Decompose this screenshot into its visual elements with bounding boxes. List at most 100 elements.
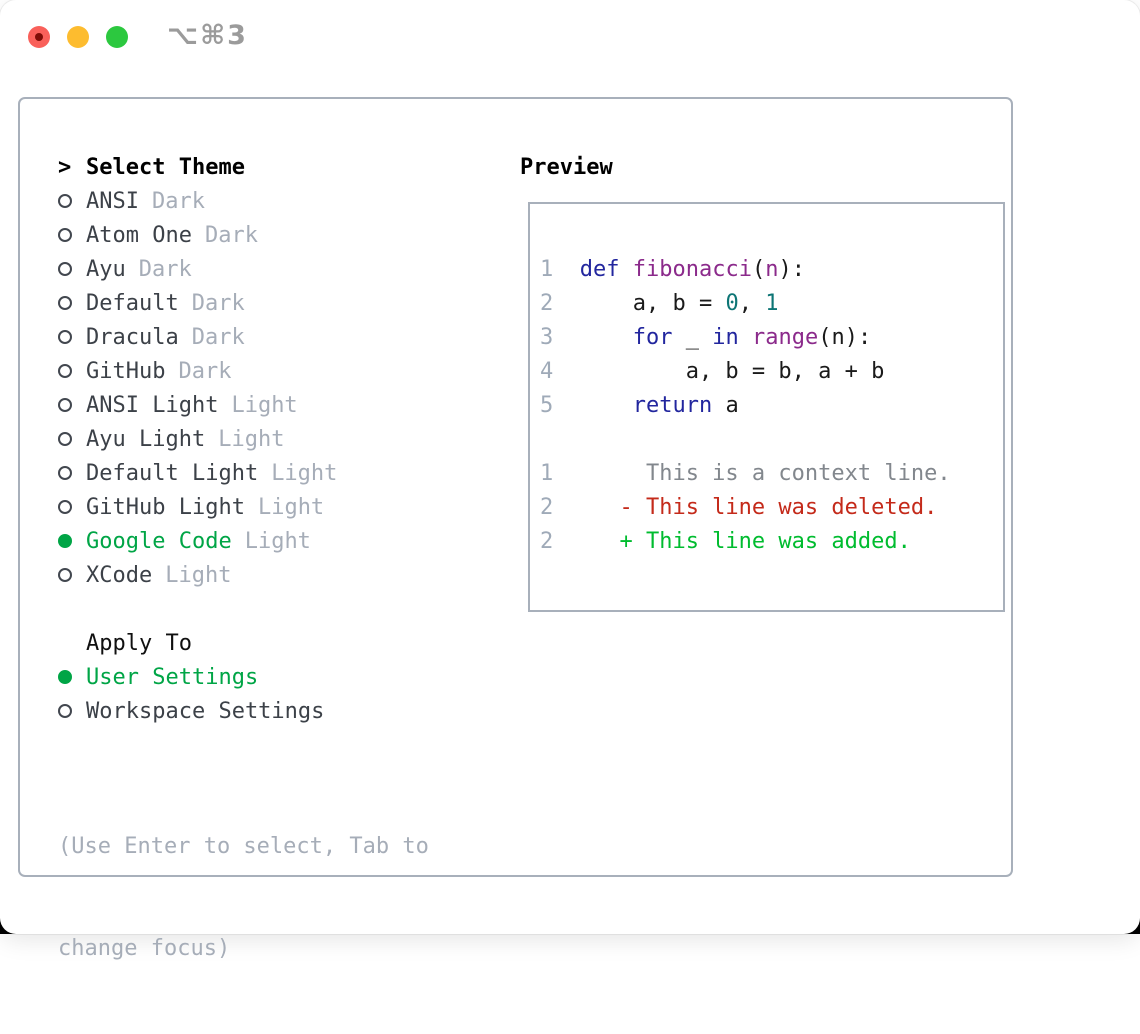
code-line: 2 a, b = 0, 1 <box>540 287 1003 321</box>
radio-icon <box>58 432 72 446</box>
code-line: 2 + This line was added. <box>540 525 1003 559</box>
radio-icon <box>58 568 72 582</box>
close-button[interactable] <box>28 26 50 48</box>
option-label: User Settings <box>86 665 258 690</box>
preview-header: Preview <box>520 150 1011 184</box>
option-label: Default <box>86 291 179 316</box>
token-kw: in <box>712 325 739 350</box>
radio-icon <box>58 364 72 378</box>
radio-icon <box>58 500 72 514</box>
token-pl: _ <box>672 325 712 350</box>
line-number: 5 <box>540 389 553 423</box>
token-pl: a, b = b, a + b <box>580 359 885 384</box>
line-number: 1 <box>540 253 553 287</box>
radio-icon <box>58 194 72 208</box>
option-label: Dracula <box>86 325 179 350</box>
token-pl: (n): <box>818 325 871 350</box>
token-pl <box>619 257 632 282</box>
theme-variant-badge: Light <box>258 495 324 520</box>
theme-option-default[interactable]: Default Dark <box>58 286 520 320</box>
theme-variant-badge: Dark <box>152 189 205 214</box>
option-label: Ayu <box>86 257 126 282</box>
token-kw: for <box>633 325 673 350</box>
code-line: 1 This is a context line. <box>540 457 1003 491</box>
option-label: GitHub <box>86 359 165 384</box>
traffic-lights <box>28 26 128 48</box>
apply-to-header: Apply To <box>86 626 520 660</box>
token-fn: n <box>765 257 778 282</box>
theme-variant-badge: Light <box>271 461 337 486</box>
radio-selected-icon <box>58 534 72 548</box>
radio-icon <box>58 330 72 344</box>
line-number: 4 <box>540 355 553 389</box>
theme-variant-badge: Dark <box>192 325 245 350</box>
line-number: 1 <box>540 457 553 491</box>
theme-option-google-code[interactable]: Google Code Light <box>58 524 520 558</box>
code-line: 2 - This line was deleted. <box>540 491 1003 525</box>
code-line: 4 a, b = b, a + b <box>540 355 1003 389</box>
token-pl <box>580 393 633 418</box>
token-num: 0 <box>725 291 738 316</box>
theme-variant-badge: Dark <box>178 359 231 384</box>
option-label: Ayu Light <box>86 427 205 452</box>
blank-line <box>540 423 1003 457</box>
token-del: - This line was deleted. <box>580 495 938 520</box>
token-pl: a <box>712 393 739 418</box>
option-label: ANSI Light <box>86 393 218 418</box>
code-line: 1 def fibonacci(n): <box>540 253 1003 287</box>
radio-icon <box>58 262 72 276</box>
theme-option-default-light[interactable]: Default Light Light <box>58 456 520 490</box>
option-label: ANSI <box>86 189 139 214</box>
token-pl: ): <box>778 257 805 282</box>
line-number: 2 <box>540 525 553 559</box>
token-fn: fibonacci <box>633 257 752 282</box>
minimize-button[interactable] <box>67 26 89 48</box>
token-ctx: This is a context line. <box>580 461 951 486</box>
option-label: Google Code <box>86 529 232 554</box>
line-number: 3 <box>540 321 553 355</box>
radio-icon <box>58 296 72 310</box>
line-number <box>540 423 553 457</box>
theme-variant-badge: Dark <box>192 291 245 316</box>
help-line-2: change focus) <box>58 932 520 966</box>
theme-option-xcode[interactable]: XCode Light <box>58 558 520 592</box>
theme-variant-badge: Dark <box>205 223 258 248</box>
token-kw: return <box>633 393 712 418</box>
code-line: 5 return a <box>540 389 1003 423</box>
theme-option-ansi[interactable]: ANSI Dark <box>58 184 520 218</box>
theme-variant-badge: Light <box>165 563 231 588</box>
token-add: + This line was added. <box>580 529 911 554</box>
apply-option-user-settings[interactable]: User Settings <box>58 660 520 694</box>
token-pl: ( <box>752 257 765 282</box>
help-line-1: (Use Enter to select, Tab to <box>58 830 520 864</box>
token-kw: def <box>580 257 620 282</box>
radio-icon <box>58 228 72 242</box>
option-label: XCode <box>86 563 152 588</box>
apply-option-workspace-settings[interactable]: Workspace Settings <box>58 694 520 728</box>
zoom-button[interactable] <box>106 26 128 48</box>
theme-option-dracula[interactable]: Dracula Dark <box>58 320 520 354</box>
radio-icon <box>58 466 72 480</box>
theme-variant-badge: Light <box>245 529 311 554</box>
spacer-row <box>58 728 520 762</box>
token-num: 1 <box>765 291 778 316</box>
line-number: 2 <box>540 287 553 321</box>
theme-picker-title: Select Theme <box>86 155 245 180</box>
option-label: Default Light <box>86 461 258 486</box>
radio-icon <box>58 398 72 412</box>
preview-title: Preview <box>520 155 613 180</box>
theme-picker-header: > Select Theme <box>58 150 520 184</box>
theme-option-github[interactable]: GitHub Dark <box>58 354 520 388</box>
radio-icon <box>58 704 72 718</box>
token-pl <box>580 325 633 350</box>
